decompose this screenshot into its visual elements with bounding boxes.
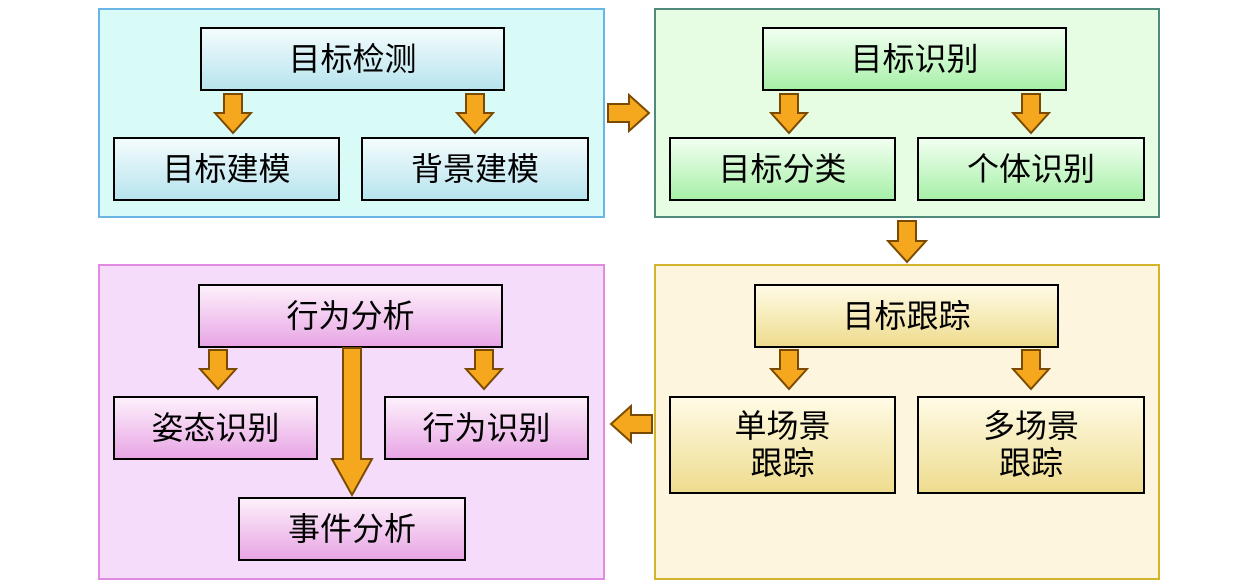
multi-scene-tracking-label: 多场景 跟踪: [982, 407, 1079, 482]
arrow-down-tracking-right: [1011, 349, 1051, 391]
classification-label: 目标分类: [718, 149, 847, 188]
behavior-title: 行为分析: [286, 296, 415, 335]
background-model-label: 背景建模: [410, 149, 539, 188]
target-model-box: 目标建模: [113, 137, 340, 201]
detection-title-box: 目标检测: [200, 27, 505, 91]
arrow-down-tracking-left: [769, 349, 809, 391]
arrow-down-detection-left: [213, 93, 253, 135]
single-scene-tracking-box: 单场景 跟踪: [669, 396, 896, 494]
background-model-box: 背景建模: [361, 137, 589, 201]
behavior-recognition-label: 行为识别: [422, 408, 551, 447]
event-analysis-box: 事件分析: [238, 497, 466, 561]
behavior-title-box: 行为分析: [198, 284, 503, 348]
single-scene-tracking-label: 单场景 跟踪: [734, 407, 831, 482]
individual-recognition-box: 个体识别: [917, 137, 1145, 201]
arrow-down-behavior-right: [464, 349, 504, 391]
classification-box: 目标分类: [669, 137, 896, 201]
arrow-down-behavior-left: [198, 349, 238, 391]
recognition-title: 目标识别: [850, 39, 979, 78]
arrow-down-behavior-to-event: [330, 347, 374, 497]
arrow-down-recognition-left: [769, 93, 809, 135]
behavior-recognition-box: 行为识别: [384, 396, 589, 460]
arrow-down-recognition-to-tracking: [886, 220, 928, 264]
arrow-down-recognition-right: [1011, 93, 1051, 135]
posture-recognition-box: 姿态识别: [113, 396, 318, 460]
posture-recognition-label: 姿态识别: [151, 408, 280, 447]
target-model-label: 目标建模: [162, 149, 291, 188]
arrow-left-tracking-to-behavior: [609, 404, 653, 444]
arrow-down-detection-right: [455, 93, 495, 135]
arrow-right-detection-to-recognition: [607, 93, 651, 133]
recognition-title-box: 目标识别: [762, 27, 1067, 91]
detection-title: 目标检测: [288, 39, 417, 78]
individual-recognition-label: 个体识别: [966, 149, 1095, 188]
event-analysis-label: 事件分析: [287, 509, 416, 548]
tracking-title: 目标跟踪: [842, 296, 971, 335]
tracking-title-box: 目标跟踪: [754, 284, 1059, 348]
multi-scene-tracking-box: 多场景 跟踪: [917, 396, 1145, 494]
